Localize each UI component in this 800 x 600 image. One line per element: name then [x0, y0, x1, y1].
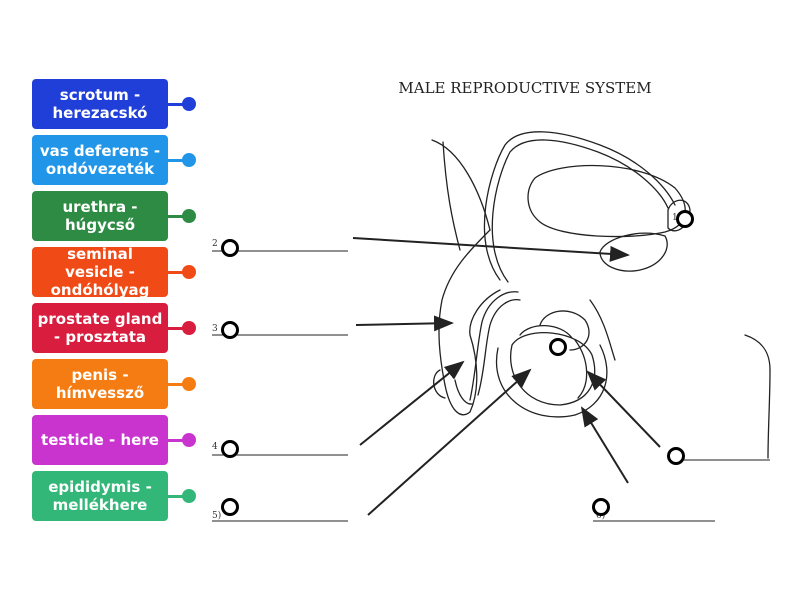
pin-prostate-gland[interactable] [182, 321, 196, 335]
pin-scrotum[interactable] [182, 97, 196, 111]
label-urethra[interactable]: urethra - húgycső [32, 191, 168, 241]
arrow-urethra [359, 360, 465, 446]
label-epididymis[interactable]: epididymis - mellékhere [32, 471, 168, 521]
pin-epididymis[interactable] [182, 489, 196, 503]
answer-lines [212, 250, 770, 522]
connector-testicle [168, 439, 188, 442]
drop-target-7[interactable] [221, 498, 239, 516]
pin-penis[interactable] [182, 377, 196, 391]
connector-epididymis [168, 495, 188, 498]
connector-penis [168, 383, 188, 386]
connector-urethra [168, 215, 188, 218]
label-prostate-gland[interactable]: prostate gland - prosztata [32, 303, 168, 353]
drop-target-4[interactable] [549, 338, 567, 356]
connector-scrotum [168, 103, 188, 106]
pin-vas-deferens[interactable] [182, 153, 196, 167]
blank-number-2: 2 [212, 239, 218, 249]
label-testicle[interactable]: testicle - here [32, 415, 168, 465]
label-penis[interactable]: penis - hímvessző [32, 359, 168, 409]
pin-testicle[interactable] [182, 433, 196, 447]
arrow-epididymis [586, 370, 661, 448]
arrow-penis-canal [355, 315, 454, 332]
connector-vas-deferens [168, 159, 188, 162]
pointer-arrows [352, 237, 661, 516]
connector-prostate-gland [168, 327, 188, 330]
anatomy-outline [431, 131, 771, 459]
drop-target-6[interactable] [667, 447, 685, 465]
drop-target-8[interactable] [592, 498, 610, 516]
arrow-seminal-vesicle [352, 237, 630, 262]
diagram-title: MALE REPRODUCTIVE SYSTEM [398, 79, 651, 97]
drop-target-3[interactable] [221, 321, 239, 339]
blank-number-4: 4 [212, 442, 218, 452]
label-vas-deferens[interactable]: vas deferens - ondóvezeték [32, 135, 168, 185]
connector-seminal-vesicle [168, 271, 188, 274]
label-scrotum[interactable]: scrotum - herezacskó [32, 79, 168, 129]
blank-number-5: 5) [212, 510, 221, 521]
arrow-scrotum [580, 406, 629, 484]
drop-target-2[interactable] [221, 239, 239, 257]
drop-target-1[interactable] [676, 210, 694, 228]
label-seminal-vesicle[interactable]: seminal vesicle - ondóhólyag [32, 245, 168, 299]
blank-number-3: 3 [212, 324, 218, 334]
blank-number-1: 1 [672, 213, 678, 223]
arrow-testicle [367, 368, 532, 516]
pin-urethra[interactable] [182, 209, 196, 223]
drop-target-5[interactable] [221, 440, 239, 458]
pin-seminal-vesicle[interactable] [182, 265, 196, 279]
